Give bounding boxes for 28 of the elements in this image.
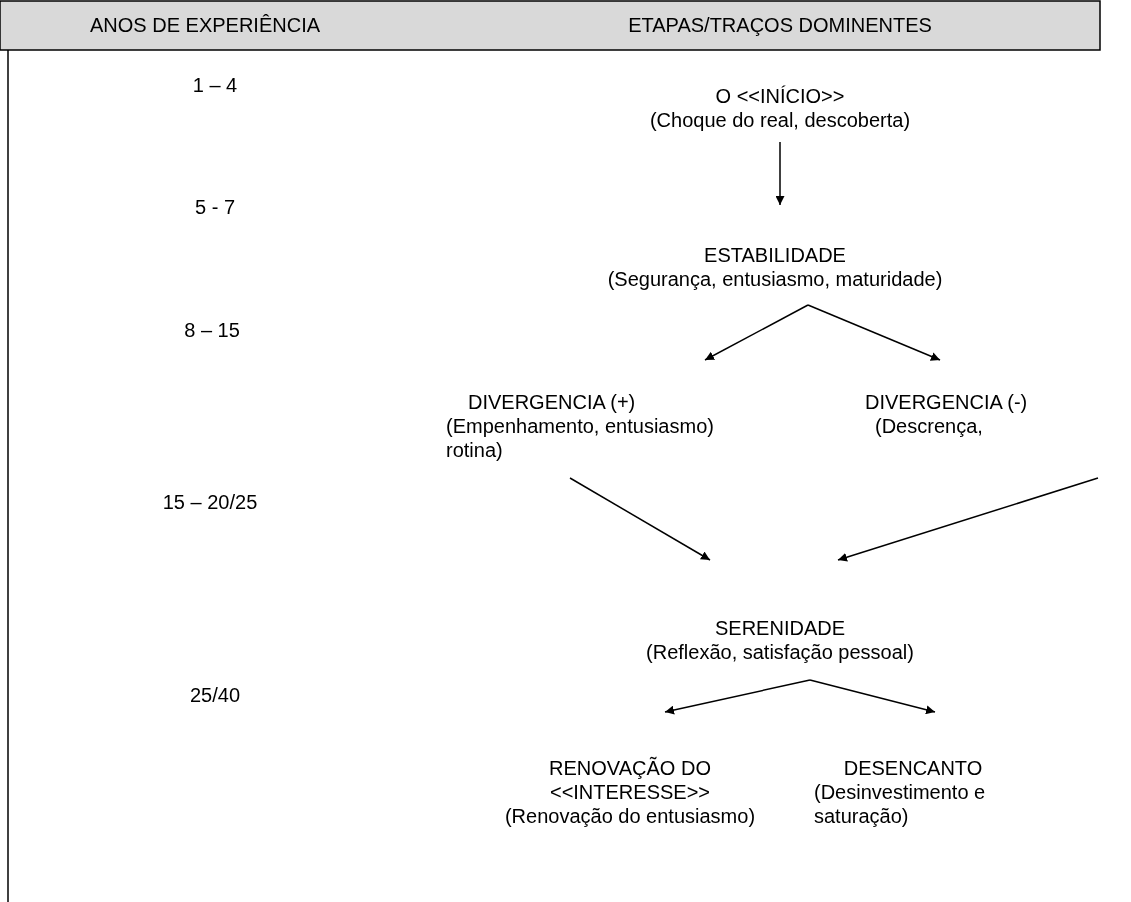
column-header: ANOS DE EXPERIÊNCIA <box>89 13 321 37</box>
stage-description: (Descrença, <box>875 414 984 438</box>
arrow <box>664 679 811 715</box>
stage-description: (Reflexão, satisfação pessoal) <box>645 640 915 664</box>
stage-title: RENOVAÇÃO DO <<INTERESSE>> <box>548 756 712 804</box>
stage-title: O <<INÍCIO>> <box>714 84 846 108</box>
stage-title: DIVERGENCIA (+) <box>468 390 637 414</box>
year-range: 25/40 <box>189 683 241 707</box>
arrow <box>704 304 809 361</box>
year-range: 1 – 4 <box>192 73 238 97</box>
arrow <box>569 477 711 561</box>
column-header: ETAPAS/TRAÇOS DOMINENTES <box>628 13 932 37</box>
stage-description: (Renovação do entusiasmo) <box>503 804 757 828</box>
stage-title: ESTABILIDADE <box>703 243 847 267</box>
arrow <box>809 679 936 715</box>
stage-description: (Choque do real, descoberta) <box>648 108 912 132</box>
arrow <box>775 141 785 206</box>
stage-title: DESENCANTO <box>842 756 984 780</box>
stage-description: (Empenhamento, entusiasmo) rotina) <box>446 414 715 462</box>
year-range: 5 - 7 <box>195 195 235 219</box>
arrow <box>837 477 1099 562</box>
stage-title: SERENIDADE <box>714 616 846 640</box>
arrow <box>807 304 941 361</box>
stage-description: (Segurança, entusiasmo, maturidade) <box>606 267 944 291</box>
stage-title: DIVERGENCIA (-) <box>865 390 1029 414</box>
year-range: 8 – 15 <box>184 318 240 342</box>
year-range: 15 – 20/25 <box>162 490 258 514</box>
stage-description: (Desinvestimento e saturação) <box>814 780 987 828</box>
